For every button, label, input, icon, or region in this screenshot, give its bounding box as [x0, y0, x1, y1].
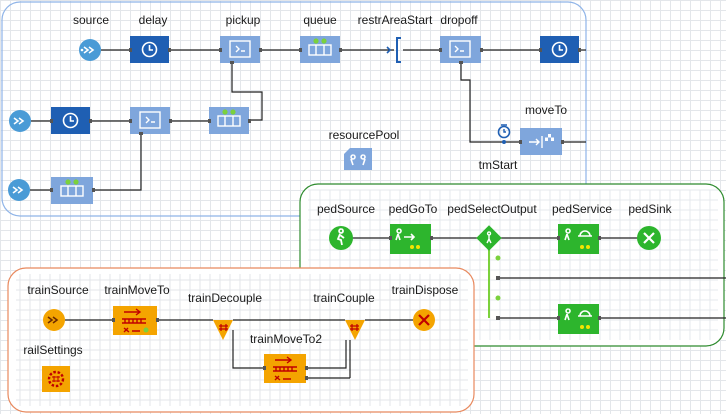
service-icon — [564, 228, 592, 241]
dropoff-icon — [449, 40, 471, 58]
couple-icon — [350, 324, 359, 331]
diamond-person-icon — [486, 231, 492, 244]
ped-select-output-block[interactable] — [476, 225, 502, 251]
queue-block-3[interactable] — [51, 177, 93, 204]
pickup-icon — [139, 111, 161, 129]
source-arrow-icon — [83, 46, 95, 54]
rail-frame-grid — [16, 274, 468, 406]
label-pickup: pickup — [225, 13, 261, 27]
queue-icon — [217, 115, 241, 127]
decouple-icon — [219, 324, 228, 331]
bracket-icon — [396, 37, 401, 63]
walking-person-icon — [336, 228, 345, 246]
train-decouple-block[interactable] — [213, 320, 233, 340]
train-couple-block[interactable] — [345, 320, 365, 340]
rail-ports — [112, 318, 308, 380]
train-track-icon — [122, 308, 146, 333]
source-block[interactable] — [79, 39, 101, 61]
label-queue: queue — [303, 13, 337, 27]
label-ped-sink: pedSink — [628, 202, 672, 216]
flag-arrow-icon — [529, 136, 543, 148]
source-arrow-icon — [13, 117, 25, 125]
label-move-to: moveTo — [524, 103, 568, 117]
label-delay: delay — [138, 13, 168, 27]
queue-block-2[interactable] — [209, 107, 249, 134]
queue-block[interactable] — [300, 36, 340, 63]
label-restr-area-start: restrAreaStart — [357, 13, 433, 27]
move-to-block[interactable] — [520, 128, 562, 155]
pedestrian-ports — [389, 236, 601, 320]
train-dispose-block[interactable] — [413, 309, 435, 331]
service-icon — [564, 308, 592, 321]
label-ped-go-to: pedGoTo — [388, 202, 438, 216]
gear-track-icon — [47, 370, 65, 388]
resource-pool-block[interactable] — [344, 148, 372, 170]
label-train-decouple: trainDecouple — [187, 291, 263, 305]
tm-start-block[interactable] — [497, 124, 511, 144]
label-tm-start: tmStart — [478, 158, 518, 172]
ped-sink-block[interactable] — [637, 226, 661, 250]
source-arrow-icon — [12, 186, 24, 194]
train-source-block[interactable] — [43, 309, 65, 331]
process-connectors — [30, 49, 586, 191]
person-arrow-icon — [395, 228, 416, 241]
clock-icon — [62, 112, 79, 129]
delay-block-3[interactable] — [51, 107, 90, 134]
x-icon — [643, 232, 655, 244]
ped-service-block-2[interactable] — [558, 304, 599, 334]
train-source-icon — [47, 316, 59, 324]
clock-icon — [141, 41, 158, 58]
train-move-to-2-block[interactable] — [264, 354, 306, 383]
label-train-dispose: trainDispose — [391, 283, 459, 297]
ped-source-block[interactable] — [329, 226, 353, 250]
label-train-move-to-2: trainMoveTo2 — [249, 332, 323, 346]
label-source: source — [72, 13, 110, 27]
delay-block[interactable] — [130, 36, 169, 63]
ped-go-to-block[interactable] — [390, 224, 431, 254]
process-ports — [50, 48, 581, 192]
pickup-block-2[interactable] — [130, 107, 170, 134]
ped-service-block[interactable] — [558, 224, 599, 254]
pickup-block[interactable] — [220, 36, 260, 63]
label-ped-source: pedSource — [316, 202, 376, 216]
dropoff-block[interactable] — [440, 36, 481, 63]
timer-icon — [497, 125, 511, 139]
queue-icon — [308, 44, 332, 56]
queue-icon — [60, 185, 84, 197]
restr-area-start-block[interactable] — [386, 37, 401, 63]
label-resource-pool: resourcePool — [328, 128, 400, 142]
pickup-icon — [229, 40, 251, 58]
pedestrian-connectors — [352, 237, 726, 319]
source-block-2[interactable] — [9, 110, 31, 132]
label-train-couple: trainCouple — [313, 291, 375, 305]
ped-select-branch — [488, 248, 501, 320]
label-rail-settings: railSettings — [23, 343, 83, 357]
clock-icon — [551, 41, 568, 58]
delay-block-2[interactable] — [540, 36, 579, 63]
train-move-to-block[interactable] — [113, 306, 157, 335]
resource-pool-icon — [350, 154, 366, 166]
rail-settings-block[interactable] — [42, 366, 70, 392]
label-ped-service: pedService — [551, 202, 613, 216]
train-track-icon — [273, 356, 297, 381]
label-dropoff: dropoff — [440, 13, 478, 27]
label-ped-select-output: pedSelectOutput — [447, 202, 537, 216]
process-flow-frame — [1, 1, 587, 217]
x-icon — [418, 314, 430, 326]
label-train-source: trainSource — [27, 283, 89, 297]
source-block-3[interactable] — [8, 179, 30, 201]
rail-connectors — [65, 319, 413, 379]
label-train-move-to: trainMoveTo — [104, 283, 170, 297]
